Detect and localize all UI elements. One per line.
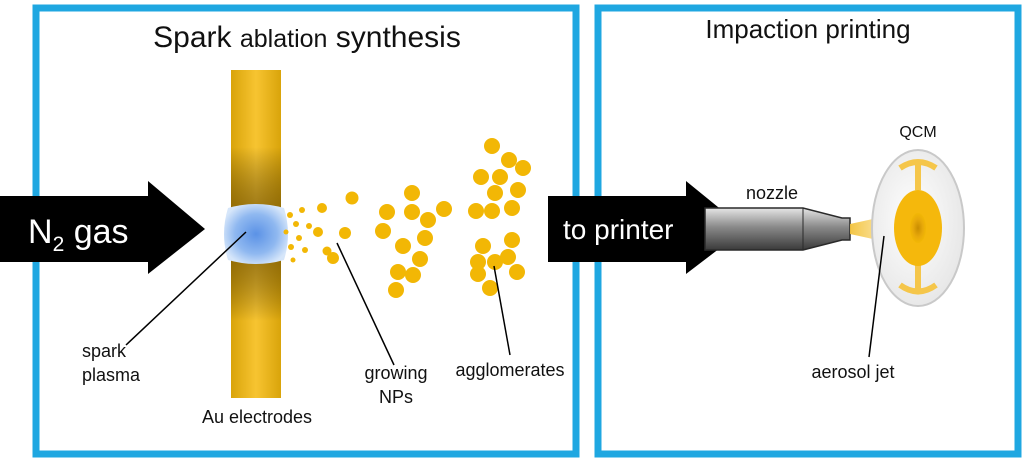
to-printer-arrow [548,181,745,274]
leader-growing-nps [336,242,395,366]
label-au-electrodes: Au electrodes [202,407,312,427]
label-growing: growing [364,363,427,383]
nozzle [704,207,851,251]
label-agglomerates: agglomerates [455,360,564,380]
growing-nps [283,191,359,264]
label-spark: spark [82,341,127,361]
n2-gas-arrow [0,181,205,274]
n2-gas-label: N2 gas [28,213,129,256]
to-printer-label: to printer [563,214,674,245]
agglomerates-cluster-1 [375,185,452,298]
left-panel-title: Spark ablation synthesis [153,21,461,54]
agglomerates-cluster-2 [468,138,531,296]
label-nozzle: nozzle [746,183,798,203]
label-plasma: plasma [82,365,141,385]
electrode-bottom-shade [231,258,281,398]
leader-agglomerates [493,265,511,356]
nozzle-body [704,207,851,251]
label-aerosol-jet: aerosol jet [811,362,894,382]
electrode-top-shade [231,70,281,210]
right-panel-title: Impaction printing [705,14,910,44]
qcm-deposit-spot [910,213,926,243]
label-qcm: QCM [899,124,936,141]
qcm-sensor [871,149,965,307]
spark-plasma [224,204,288,264]
leader-spark-plasma [125,231,247,346]
label-nps: NPs [379,387,413,407]
leader-aerosol-jet [868,235,885,358]
au-electrodes [231,70,281,398]
